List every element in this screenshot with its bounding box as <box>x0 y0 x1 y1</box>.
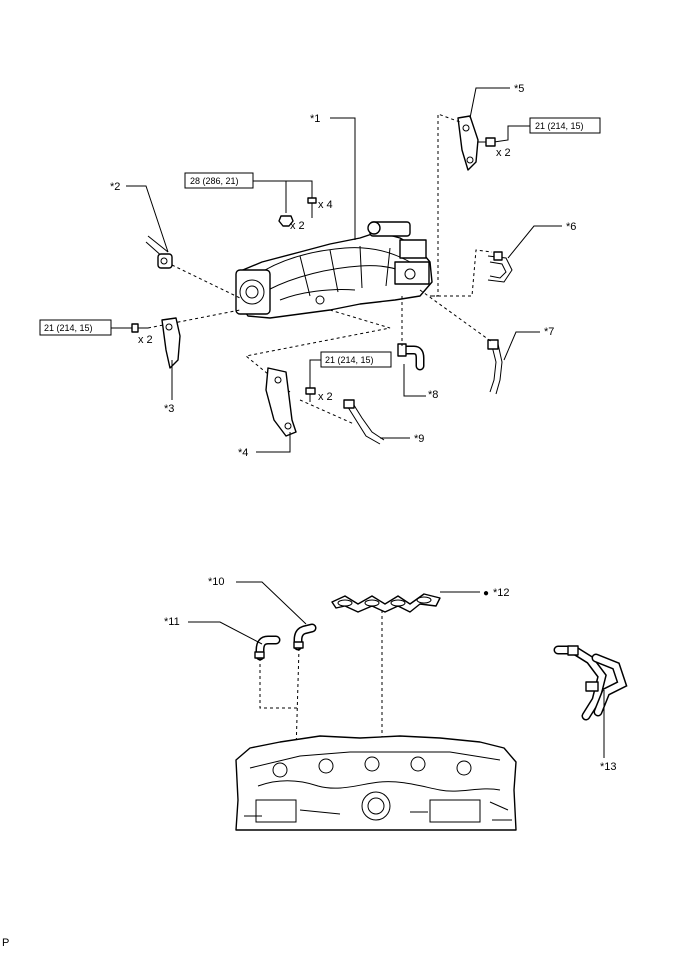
callout-9-label: *9 <box>414 433 424 445</box>
callout-7-label: *7 <box>544 326 554 338</box>
bracket-3-part <box>161 317 181 369</box>
hose-11-part <box>254 635 281 661</box>
callout-4-label: *4 <box>238 447 248 459</box>
torque-spec-value-right: 21 (214, 15) <box>535 121 584 131</box>
hose-7-part <box>487 339 503 395</box>
bolt-icon <box>478 137 496 147</box>
callout-11-label: *11 <box>164 616 180 628</box>
replace-bullet: ● <box>483 588 489 599</box>
hose-9-part <box>343 399 385 445</box>
callout-13-label: *13 <box>600 761 617 773</box>
quantity-x4: x 4 <box>318 199 333 211</box>
gasket-12-part <box>331 593 441 613</box>
bolt-icon <box>305 387 316 402</box>
callout-3-label: *3 <box>164 403 174 415</box>
torque-spec-value-mid: 21 (214, 15) <box>325 355 374 365</box>
hose-6-part <box>487 251 513 283</box>
quantity-x2-mid: x 2 <box>318 391 333 403</box>
callout-2-label: *2 <box>110 181 120 193</box>
hose-8-part <box>397 343 425 371</box>
bracket-5-part <box>457 115 479 171</box>
callout-8-label: *8 <box>428 389 438 401</box>
callout-6-label: *6 <box>566 221 576 233</box>
quantity-x2-right: x 2 <box>496 147 511 159</box>
callout-1-label: *1 <box>310 113 320 125</box>
bracket-2-part <box>145 235 173 269</box>
intake-manifold-part <box>235 221 433 319</box>
figure-code: P <box>2 937 9 949</box>
quantity-x2-nut: x 2 <box>290 220 305 232</box>
bolt-icon <box>131 323 148 333</box>
torque-spec-value: 28 (286, 21) <box>190 176 239 186</box>
callout-12-label: *12 <box>493 587 510 599</box>
nut-icon <box>278 215 294 227</box>
quantity-x2-left: x 2 <box>138 334 153 346</box>
hose-13-part <box>553 645 628 721</box>
torque-spec-value-left: 21 (214, 15) <box>44 323 93 333</box>
engine-block-part <box>235 735 517 831</box>
hose-10-part <box>293 623 317 651</box>
bolt-icon <box>307 197 317 218</box>
bracket-4-part <box>265 367 297 437</box>
callout-10-label: *10 <box>208 576 225 588</box>
callout-5-label: *5 <box>514 83 524 95</box>
